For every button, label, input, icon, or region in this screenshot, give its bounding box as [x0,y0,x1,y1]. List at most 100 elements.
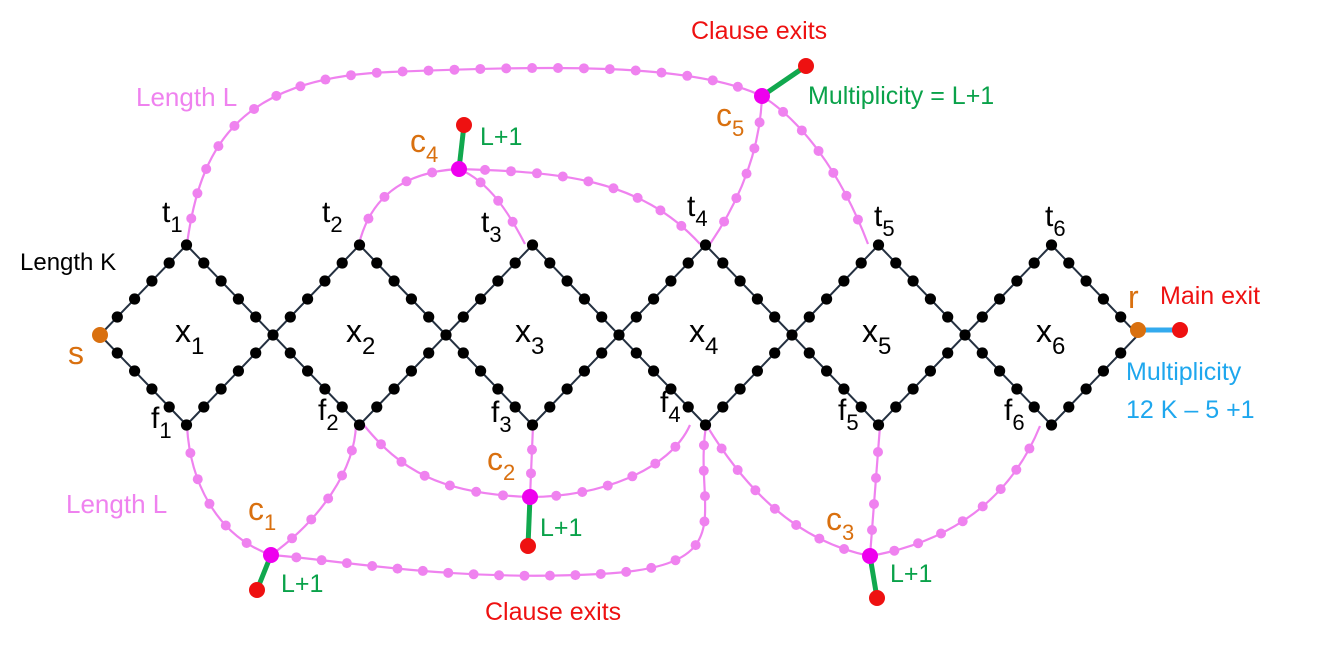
path-vertex [388,275,400,287]
junction-vertex [959,329,971,341]
path-vertex [319,275,331,287]
clause-path-vertex [627,471,638,482]
path-vertex [890,401,902,413]
c2-exit-edge [525,496,533,547]
clause-path-vertex [682,70,693,81]
path-vertex [1028,257,1040,269]
main-multiplicity-label: Multiplicity [1126,358,1242,386]
clause-path-15 [869,425,1042,558]
var-label-1: x1 [175,313,204,360]
clause-path-vertex [526,468,536,479]
special-nodes [92,58,1188,606]
clause-path-vertex [716,443,727,454]
clause-path-vertex [621,566,632,577]
clause-path-vertex [655,205,666,216]
f-vertex [526,419,539,431]
clause-path-vertex [814,533,825,544]
path-vertex [648,293,660,305]
clause-path-vertex [493,195,504,206]
clause-path-vertex [527,63,538,74]
clause-path-vertex [341,558,352,569]
clause-path-vertex [732,81,743,92]
clause-path-vertex [699,516,710,527]
clause-label-1: c1 [248,491,276,535]
clause-path-vertex [873,447,883,457]
clause-path-vertex [707,75,718,86]
clause-path-vertex [379,191,390,202]
clause-path-vertex [192,474,203,485]
t-label-5: t5 [874,200,895,241]
clause-path-vertex [839,543,850,554]
path-vertex [371,257,383,269]
main-exit-node [1172,322,1188,338]
variable-gadget-5 [786,239,967,431]
path-vertex [492,275,504,287]
clause-path-vertex [630,65,641,76]
clause-path-vertex [719,216,730,227]
clause-path-10 [458,167,701,245]
clause-path-vertex [608,183,619,194]
clause-path-vertex [494,570,505,581]
clause-path-vertex [397,66,408,77]
path-vertex [907,383,919,395]
clause-path-vertex [871,473,881,483]
t-vertex [353,239,366,251]
path-vertex [924,293,937,305]
clause-path-vertex [423,65,434,76]
clause-path-vertex [1011,464,1022,475]
path-vertex [578,365,591,377]
path-vertex [769,347,781,359]
path-vertex [682,401,694,413]
path-vertex [821,365,833,377]
path-vertex [734,275,746,287]
path-vertex [544,257,556,269]
clause-path-vertex [698,465,709,476]
clause-path-vertex [869,499,879,509]
clause-path-vertex [213,141,224,152]
path-vertex [509,257,521,269]
clause-path-3 [270,423,358,556]
clause-path-vertex [595,568,606,579]
clause-path-vertex [995,484,1006,495]
path-vertex [734,383,746,395]
clause-path-vertex [632,192,643,203]
clause-path-vertex [443,567,454,578]
path-vertex [596,347,608,359]
var-label-5: x5 [862,313,891,360]
clause-path-vertex [650,458,661,469]
clause-path-14 [868,425,882,557]
path-vertex [717,401,729,413]
path-vertex [1063,401,1075,413]
clause-path-vertex [698,440,709,451]
path-vertex [838,275,850,287]
clause-path-vertex [375,439,386,450]
path-vertex [146,383,158,395]
path-vertex [855,257,867,269]
clause-path-vertex [204,498,215,509]
clause-path-1 [185,66,763,245]
path-vertex [803,347,815,359]
path-vertex [284,311,296,323]
path-vertex [319,383,331,395]
c4-exit-multiplicity: L+1 [480,123,522,151]
var-label-2: x2 [346,313,375,360]
clause-path-vertex [468,569,479,580]
clause-label-2: c2 [487,441,515,485]
clause-path-vertex [531,168,542,179]
path-vertex [821,293,833,305]
clause-path-vertex [506,166,517,177]
clause-path-vertex [544,570,555,581]
variable-gadgets [98,239,1140,431]
path-vertex [1097,365,1109,377]
path-vertex [111,311,123,323]
t-vertex [872,239,885,251]
clause-path-vertex [828,167,839,178]
labels: x1 x2 x3 x4 x5 x6 t1 t2 t3 t4 t5 t6 f1 f… [20,17,1260,626]
path-vertex [492,383,504,395]
clause-path-vertex [249,103,260,114]
path-vertex [942,347,954,359]
clause-path-vertex [791,519,802,530]
path-vertex [129,293,141,305]
var-label-4: x4 [689,313,718,360]
